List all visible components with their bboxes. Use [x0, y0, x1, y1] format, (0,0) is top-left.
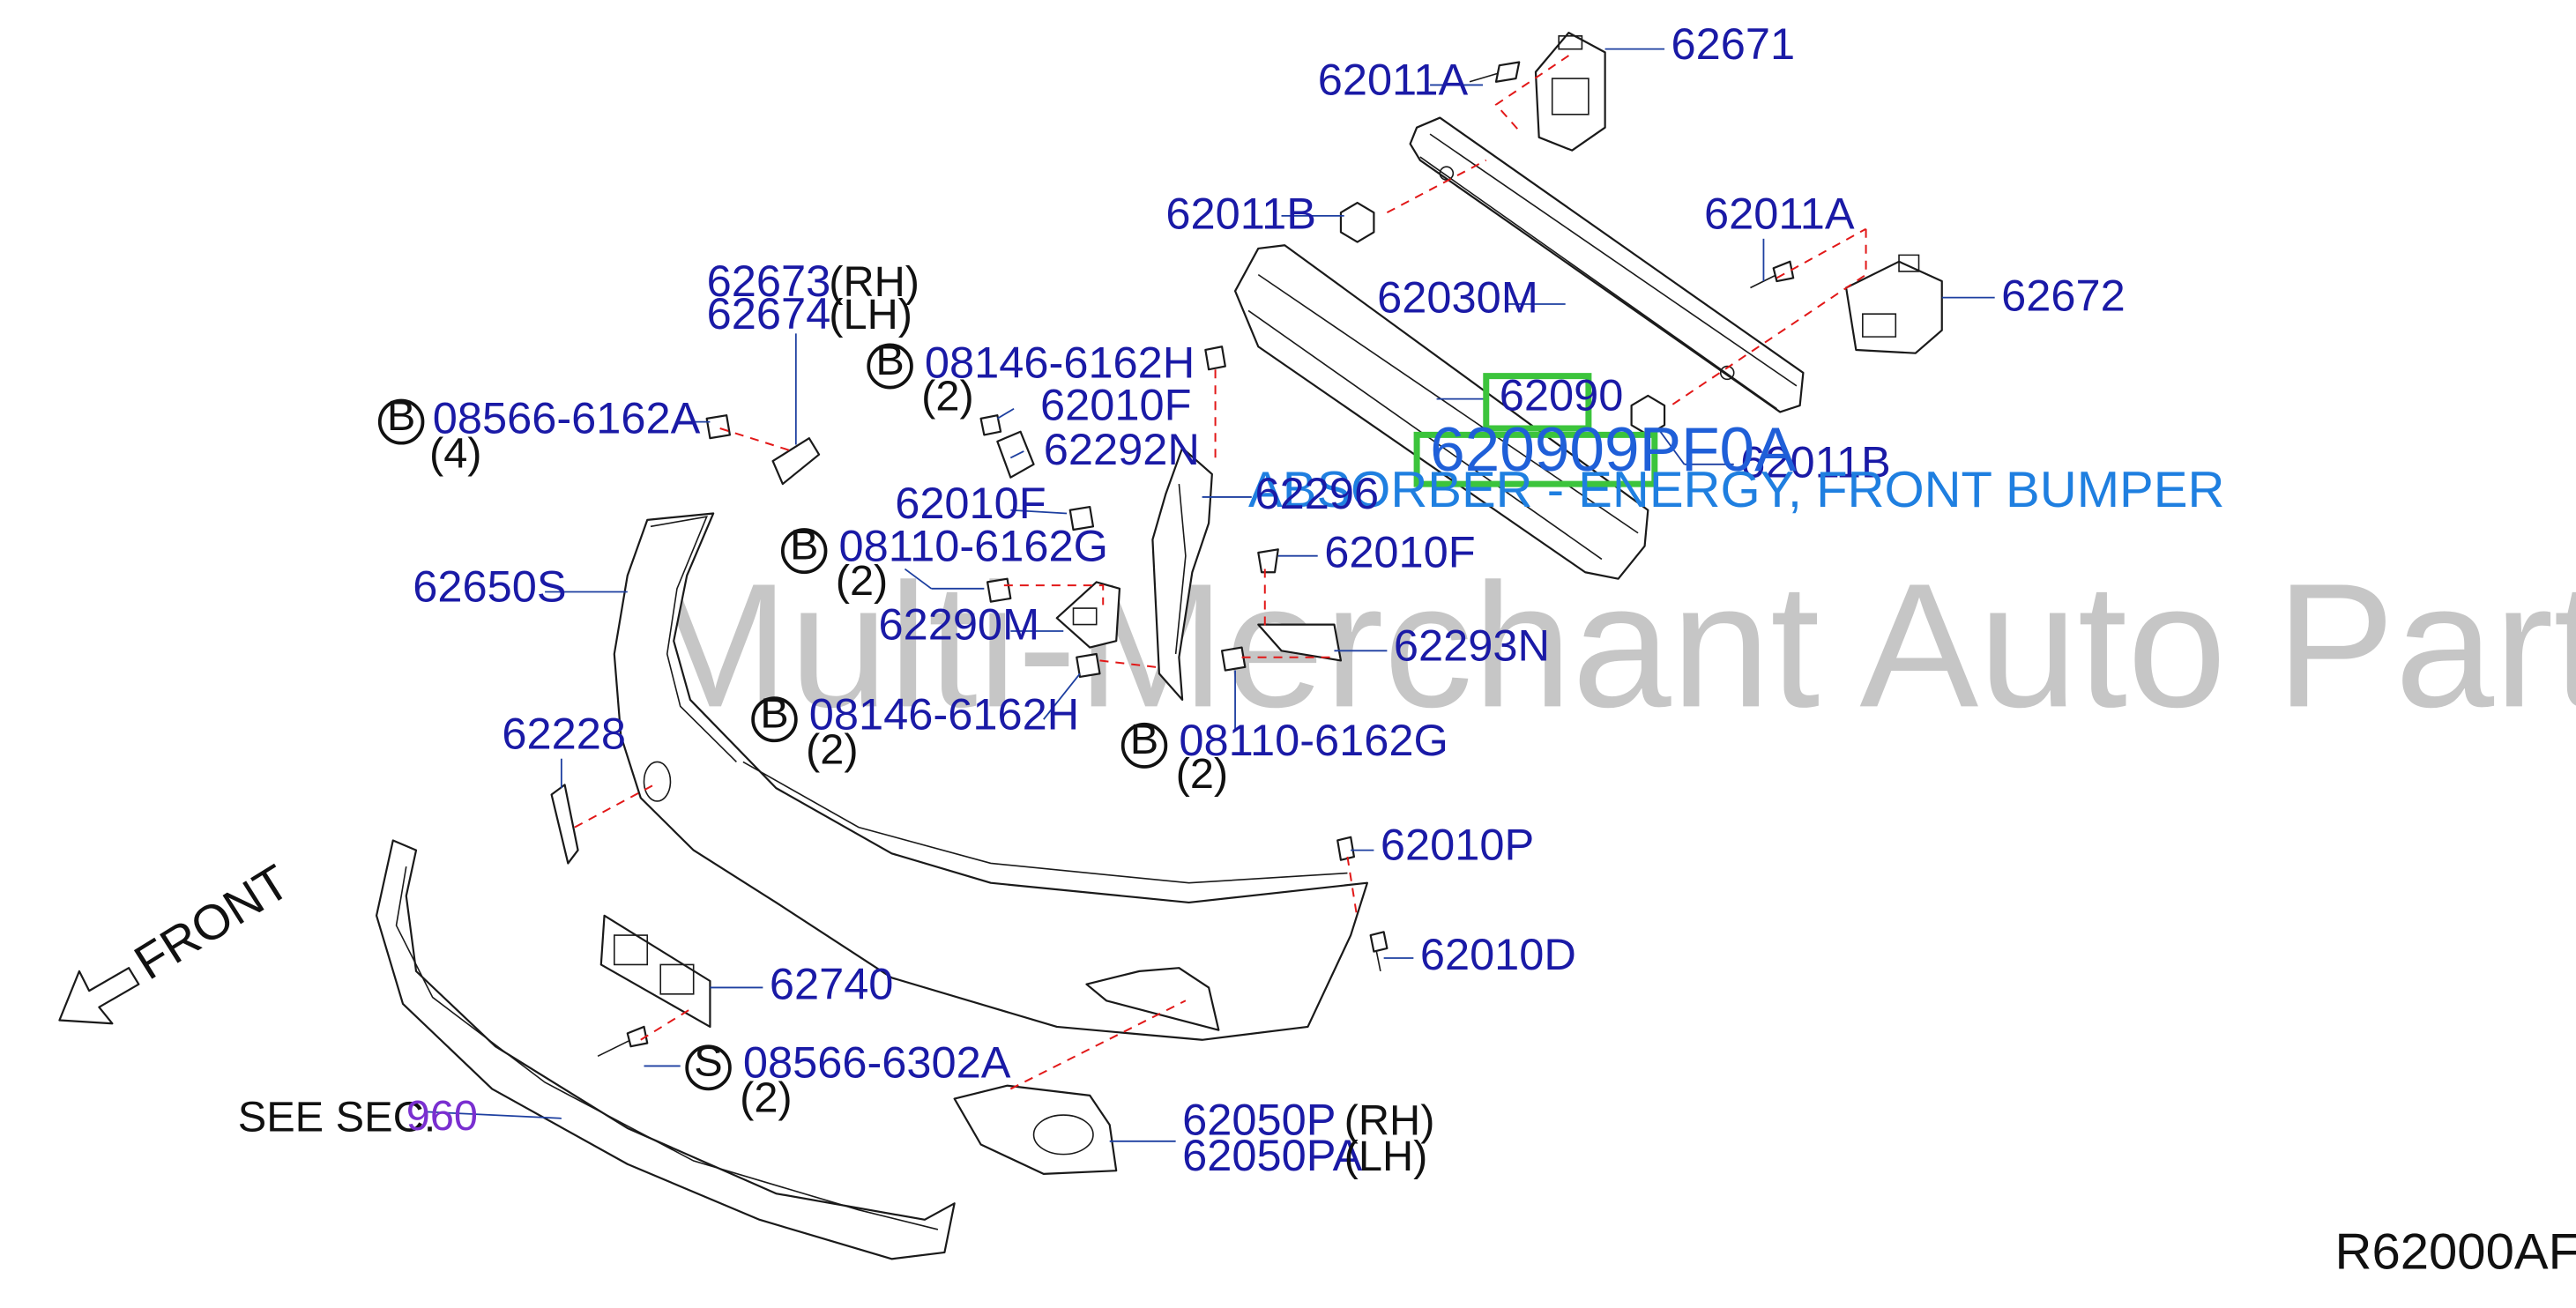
clips-right — [1337, 837, 1387, 971]
side-62050P: (RH) — [1344, 1097, 1435, 1145]
label-62292N[interactable]: 62292N — [1044, 424, 1200, 474]
label-08566-A[interactable]: 08566-6162A — [433, 393, 701, 443]
bracket-62296 — [1152, 346, 1225, 700]
highlight-description: ABSORBER - ENERGY, FRONT BUMPER — [1248, 462, 2224, 518]
label-08110-top[interactable]: 08110-6162G — [839, 520, 1108, 570]
front-arrow: FRONT — [59, 853, 299, 1023]
label-62011B-left[interactable]: 62011B — [1165, 189, 1316, 239]
label-62010F-c[interactable]: 62010F — [1324, 527, 1475, 577]
svg-text:B: B — [875, 337, 904, 384]
label-62228[interactable]: 62228 — [502, 709, 626, 759]
label-62050P[interactable]: 62050P — [1182, 1095, 1336, 1145]
label-62030M[interactable]: 62030M — [1377, 272, 1538, 323]
reinforcement-62030M — [1411, 118, 1804, 412]
front-label: FRONT — [124, 853, 299, 990]
assembly-lines — [575, 56, 1866, 1089]
label-62290M[interactable]: 62290M — [878, 599, 1039, 650]
label-08146-bot[interactable]: 08146-6162H — [809, 689, 1079, 739]
label-62010F-b[interactable]: 62010F — [895, 478, 1046, 528]
label-62090[interactable]: 62090 — [1500, 370, 1624, 420]
qty-08146-top: (2) — [921, 373, 974, 420]
highlight-box-full-number — [1417, 435, 1655, 484]
qty-08566-A: (4) — [429, 430, 482, 478]
see-section-link[interactable]: 960 — [406, 1092, 478, 1140]
label-62671[interactable]: 62671 — [1671, 19, 1796, 69]
badge-b-08110-top: B — [780, 522, 828, 575]
label-62293N[interactable]: 62293N — [1394, 621, 1550, 671]
highlight-part-number: 620909PF0A — [1430, 416, 1797, 486]
bracket-62293N — [1222, 549, 1341, 670]
labels: 62671 62011A 62011B 62011A 62672 62030M … — [238, 19, 2576, 1280]
bracket-62672 — [1846, 255, 1942, 353]
svg-text:B: B — [387, 392, 415, 440]
bracket-62673-62674 — [707, 415, 819, 484]
label-62050PA[interactable]: 62050PA — [1182, 1130, 1363, 1180]
label-62673[interactable]: 62673 — [707, 256, 831, 306]
plate-62228 — [552, 784, 578, 863]
label-62650S[interactable]: 62650S — [413, 561, 566, 612]
badge-b-08566: B — [377, 392, 425, 445]
qty-08566-S: (2) — [740, 1074, 793, 1122]
label-08146-top[interactable]: 08146-6162H — [925, 338, 1195, 388]
label-62011A-right[interactable]: 62011A — [1704, 189, 1855, 239]
label-08110-bot[interactable]: 08110-6162G — [1179, 715, 1448, 765]
fog-cover-62050P — [955, 1086, 1117, 1174]
svg-text:B: B — [1130, 716, 1158, 763]
highlight-box-62090 — [1486, 376, 1589, 428]
label-62672[interactable]: 62672 — [2001, 271, 2126, 321]
badges: B B B B B S — [377, 337, 1168, 1091]
side-62050PA: (LH) — [1344, 1133, 1428, 1180]
watermark: Multi-Merchant Auto Partstore — [641, 546, 2576, 744]
license-bracket-62740 — [598, 916, 710, 1057]
badge-s-08566: S — [685, 1038, 732, 1091]
bumper-fascia-62650S — [614, 513, 1367, 1039]
badge-b-08110-bot: B — [1120, 716, 1168, 769]
lower-spoiler-960 — [376, 840, 955, 1259]
see-section-prefix: SEE SEC. — [238, 1094, 436, 1141]
label-62011A-top[interactable]: 62011A — [1318, 55, 1469, 105]
diagram-id: R62000AF — [2335, 1224, 2576, 1281]
svg-text:B: B — [790, 522, 818, 569]
label-62296[interactable]: 62296 — [1255, 468, 1380, 518]
qty-08110-top: (2) — [836, 557, 889, 605]
svg-text:B: B — [760, 690, 788, 738]
badge-b-08146-top: B — [867, 337, 913, 390]
svg-text:S: S — [694, 1038, 722, 1086]
label-62010F-a[interactable]: 62010F — [1040, 380, 1191, 430]
label-62740[interactable]: 62740 — [770, 959, 894, 1009]
badge-b-08146-bot: B — [751, 690, 798, 743]
bracket-62671 — [1536, 33, 1605, 151]
qty-08146-bot: (2) — [806, 725, 859, 773]
qty-08110-bot: (2) — [1176, 750, 1229, 798]
label-62011B-right[interactable]: 62011B — [1740, 437, 1891, 487]
label-62010P[interactable]: 62010P — [1381, 820, 1534, 870]
label-62010D[interactable]: 62010D — [1420, 929, 1576, 979]
side-62674: (LH) — [829, 291, 912, 338]
side-62673: (RH) — [829, 258, 919, 306]
label-62674[interactable]: 62674 — [707, 288, 831, 338]
label-08566-S[interactable]: 08566-6302A — [743, 1037, 1011, 1088]
leader-lines — [426, 49, 1994, 1141]
